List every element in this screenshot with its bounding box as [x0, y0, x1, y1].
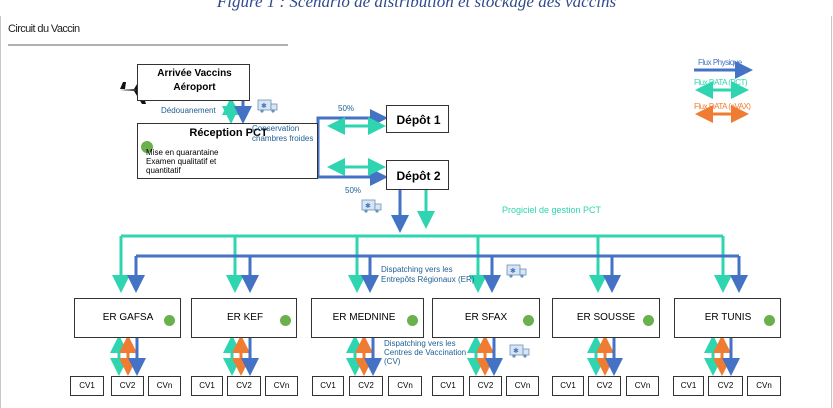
cv-box: CVn	[506, 376, 539, 396]
split-top-label: 50%	[338, 104, 355, 113]
cv-box: CV2	[588, 376, 621, 396]
refrigerated-truck-icon: ✱	[509, 344, 530, 358]
arrival-line1: Arrivée Vaccins	[157, 68, 232, 79]
er-label: ER SFAX	[464, 312, 508, 323]
split-bottom-label: 50%	[345, 186, 362, 195]
title-divider	[8, 44, 288, 46]
pct-logo-icon	[280, 315, 291, 326]
pct-logo-icon	[141, 141, 153, 153]
pct-logo-icon	[764, 315, 775, 326]
cv-box: CVn	[265, 376, 298, 396]
cv-box: CV1	[191, 376, 223, 396]
legend-physical-label: Flux Physique	[698, 58, 742, 67]
cv-box: CVn	[626, 376, 659, 396]
figure-caption: Figure 1 : Scénario de distribution et s…	[216, 0, 617, 11]
legend-evax-label: Flux DATA (eVAX)	[694, 102, 751, 111]
cv-box: CV2	[469, 376, 502, 396]
diagram-title: Circuit du Vaccin	[8, 23, 80, 35]
er-label: ER SOUSSE	[576, 312, 636, 323]
er-box: ER GAFSA	[74, 298, 181, 338]
cv-box: CV2	[708, 376, 743, 396]
refrigerated-truck-icon: ✱	[506, 264, 527, 278]
cv-box: CV2	[227, 376, 261, 396]
depot-1-label: Dépôt 1	[396, 113, 441, 127]
pct-logo-icon	[164, 315, 175, 326]
pct-logo-icon	[407, 315, 418, 326]
cv-box: CVn	[388, 376, 422, 396]
refrigerated-truck-icon: ✱	[361, 199, 382, 213]
cv-box: CV1	[432, 376, 464, 396]
er-box: ER SOUSSE	[552, 298, 660, 338]
svg-text:✱: ✱	[365, 202, 371, 210]
er-box: ER TUNIS	[674, 298, 781, 338]
dispatch-er-line1: Dispatching vers les	[381, 265, 453, 274]
cv-box: CV1	[312, 376, 344, 396]
depot-2-label: Dépôt 2	[396, 169, 441, 183]
dispatch-cv-line3: (CV)	[384, 357, 401, 366]
cv-box: CV2	[349, 376, 383, 396]
reception-box: Réception PCT Mise en quarantaine Examen…	[137, 123, 318, 179]
reception-line3: quantitatif	[146, 166, 181, 175]
pct-logo-icon	[643, 315, 654, 326]
pct-logo-icon	[523, 315, 534, 326]
depot-2-box: Dépôt 2	[386, 160, 449, 190]
arrival-box: Arrivée Vaccins Aéroport	[137, 64, 250, 101]
svg-text:✱: ✱	[510, 267, 516, 275]
dispatch-cv-line1: Dispatching vers les	[384, 339, 456, 348]
cv-box: CV2	[111, 376, 144, 396]
er-box: ER KEF	[191, 298, 297, 338]
depot-1-box: Dépôt 1	[386, 105, 449, 133]
refrigerated-truck-icon: ✱	[257, 99, 278, 113]
diagram-frame	[0, 16, 832, 408]
er-label: ER MEDNINE	[332, 312, 396, 323]
cv-box: CV1	[552, 376, 584, 396]
reception-title: Réception PCT	[189, 127, 268, 139]
dispatch-cv-line2: Centres de Vaccination	[384, 348, 467, 357]
cv-box: CVn	[148, 376, 181, 396]
software-label: Progiciel de gestion PCT	[502, 205, 602, 215]
cv-box: CV1	[673, 376, 704, 396]
legend-pct-label: Flux DATA (PCT)	[694, 78, 748, 87]
er-label: ER KEF	[226, 312, 264, 323]
er-label: ER GAFSA	[102, 312, 154, 323]
er-box: ER SFAX	[432, 298, 540, 338]
cold-storage-line2: chambres froides	[252, 134, 314, 143]
arrival-line2: Aéroport	[173, 82, 216, 93]
reception-line1: Mise en quarantaine	[146, 148, 219, 157]
svg-text:✱: ✱	[513, 347, 519, 355]
er-label: ER TUNIS	[704, 312, 752, 323]
cold-storage-line1: Conservation	[252, 124, 300, 133]
dispatch-er-line2: Entrepôts Régionaux (ER)	[381, 275, 475, 284]
er-box: ER MEDNINE	[311, 298, 424, 338]
reception-line2: Examen qualitatif et	[146, 157, 217, 166]
cv-box: CV1	[70, 376, 104, 396]
cv-box: CVn	[747, 376, 781, 396]
customs-label: Dédouanement	[161, 106, 216, 115]
svg-text:✱: ✱	[261, 102, 267, 110]
